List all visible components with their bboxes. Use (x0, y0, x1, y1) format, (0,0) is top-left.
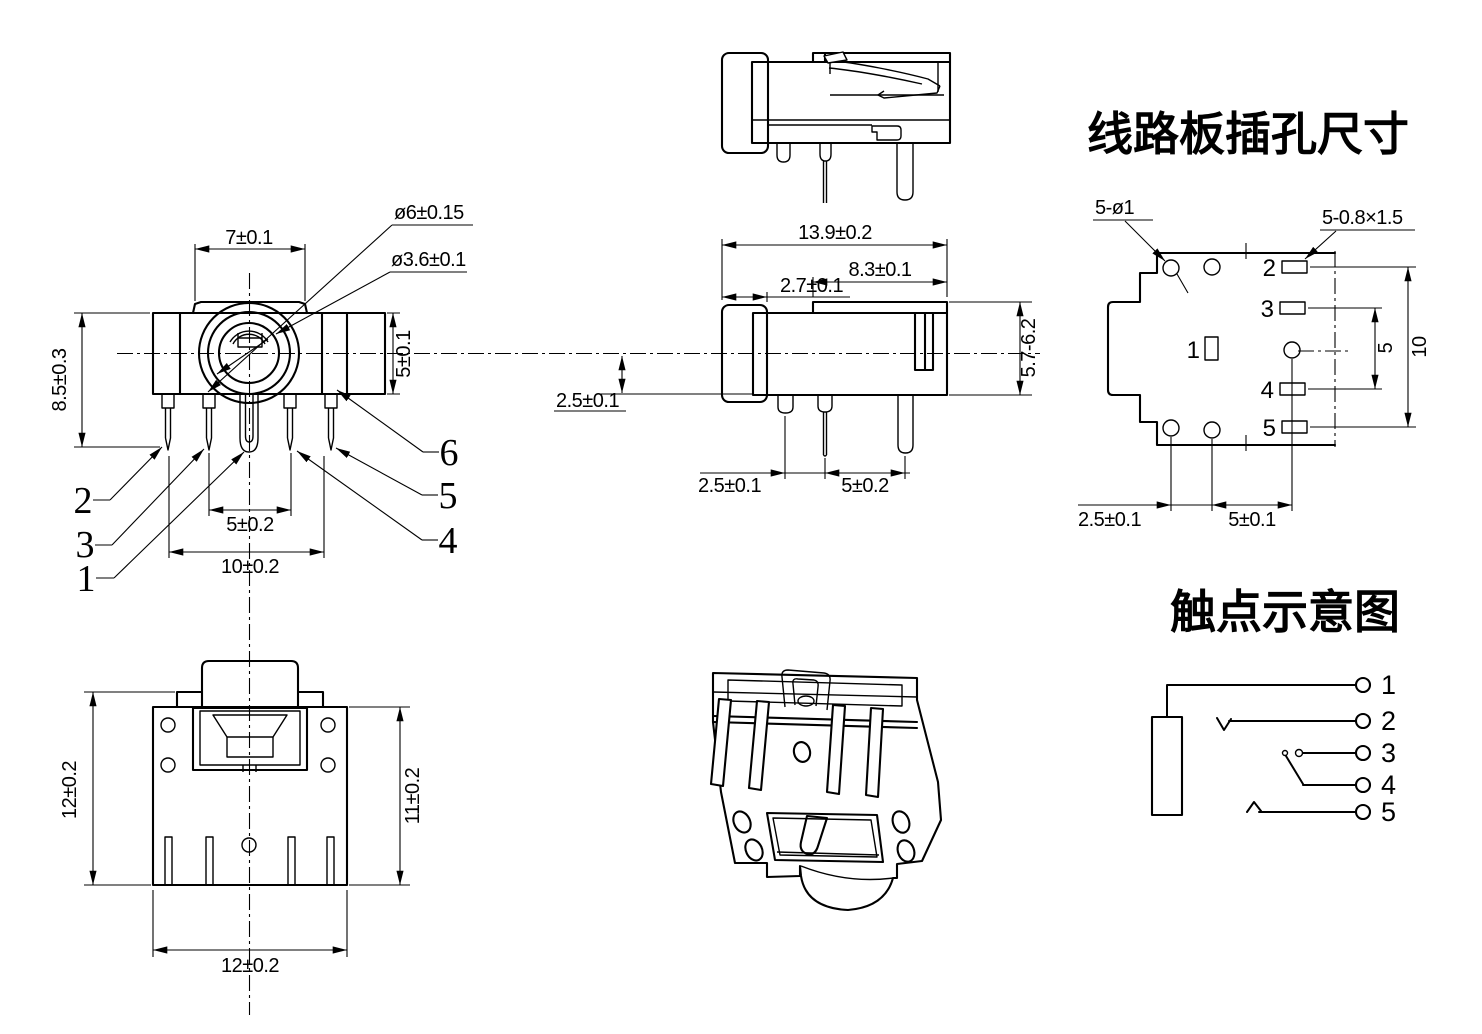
pcb-pad-4-label: 4 (1261, 377, 1274, 404)
side-view: 13.9±0.2 8.3±0.1 2.7±0.1 2.5±0.1 5.7-6.2 (554, 222, 1040, 497)
front-view: 7±0.1 ø6±0.15 ø3.6±0.1 8.5±0.3 5±0.1 (49, 202, 473, 600)
dim-bottom-width-label: 12±0.2 (221, 955, 279, 977)
front-pins (161, 394, 338, 453)
pcb-pad-3-label: 3 (1261, 296, 1274, 323)
callout-2: 2 (74, 480, 93, 522)
pcb-note-holes-label: 5-ø1 (1095, 197, 1135, 219)
pcb-pad-2-label: 2 (1263, 255, 1276, 282)
dim-side-cap-length: 2.7±0.1 (722, 275, 850, 302)
front-body (151, 300, 387, 396)
callout-4: 4 (439, 520, 458, 562)
pcb-holes (1162, 258, 1301, 439)
dim-side-pin-pitch-label: 5±0.2 (841, 475, 889, 497)
dim-side-height-range: 5.7-6.2 (949, 301, 1040, 396)
bottom-holes (160, 717, 336, 853)
dim-front-overall-height: 8.5±0.3 (49, 312, 160, 448)
pcb-view: 线路板插孔尺寸 1 2 3 4 5 5-ø1 (1078, 108, 1431, 531)
isometric-view (709, 669, 943, 912)
dim-bottom-overall-height-label: 12±0.2 (59, 761, 81, 819)
dim-front-inner-dia-label: ø3.6±0.1 (391, 249, 466, 271)
dim-front-outer-dia-label: ø6±0.15 (394, 202, 464, 224)
dim-bottom-overall-height: 12±0.2 (59, 691, 175, 886)
dim-front-inner-dia: ø3.6±0.1 (216, 249, 467, 375)
dim-front-body-height-label: 5±0.1 (393, 330, 415, 378)
bottom-view: 12±0.2 11±0.2 12±0.2 (59, 659, 424, 977)
dim-pcb-hole-offset-label: 2.5±0.1 (1078, 509, 1141, 531)
dim-bottom-body-height-label: 11±0.2 (402, 767, 424, 824)
callout-3: 3 (76, 524, 95, 566)
dim-bottom-width: 12±0.2 (152, 890, 348, 977)
isometric-top-pins (709, 697, 885, 799)
dim-pcb-pad-pitch-label: 5 (1375, 342, 1397, 353)
top-view (720, 51, 952, 203)
contact-pin-3-label: 3 (1381, 738, 1396, 768)
dim-front-body-height: 5±0.1 (387, 312, 415, 395)
contact-terminals: 1 2 3 4 5 (1354, 670, 1396, 827)
dim-side-height-range-label: 5.7-6.2 (1018, 318, 1040, 377)
dim-side-cap-length-label: 2.7±0.1 (780, 275, 843, 297)
centerlines (117, 273, 1040, 1015)
pcb-pad-1-label: 1 (1187, 337, 1200, 364)
front-callouts: 2 3 1 6 5 4 (74, 389, 459, 600)
pcb-pad-5-label: 5 (1263, 415, 1276, 442)
dim-front-pin-pitch: 5±0.2 (208, 453, 292, 536)
isometric-window (765, 811, 885, 864)
pcb-pads: 1 2 3 4 5 (1187, 255, 1308, 442)
dim-pcb-pad-span: 10 (1310, 266, 1431, 428)
dim-pcb-pad-span-label: 10 (1409, 336, 1431, 358)
isometric-side-holes (732, 810, 916, 863)
dim-front-overall-height-label: 8.5±0.3 (49, 348, 71, 411)
contact-plug-body (1150, 715, 1184, 817)
dim-side-total-length-label: 13.9±0.2 (798, 222, 872, 244)
callout-6: 6 (440, 432, 459, 474)
side-view-pins (777, 395, 914, 457)
dim-side-pin-offset: 2.5±0.1 5±0.2 (698, 416, 910, 497)
dim-side-center-offset-label: 2.5±0.1 (556, 390, 619, 412)
pcb-outline (1106, 251, 1337, 447)
dim-front-pin-pitch-label: 5±0.2 (226, 514, 274, 536)
contact-pin-2-label: 2 (1381, 706, 1396, 736)
dim-side-pin-offset-label: 2.5±0.1 (698, 475, 761, 497)
isometric-center-post (781, 669, 831, 711)
contact-pin-5-label: 5 (1381, 797, 1396, 827)
contact-view: 触点示意图 1 2 3 4 5 (1150, 586, 1400, 827)
dim-pcb-bottom: 2.5±0.1 5±0.1 (1078, 359, 1293, 531)
pcb-note-holes: 5-ø1 (1093, 197, 1189, 294)
dim-pcb-hole-pitch-label: 5±0.1 (1228, 509, 1276, 531)
contact-pin-4-label: 4 (1381, 770, 1396, 800)
dim-side-body-length: 8.3±0.1 (812, 259, 947, 297)
callout-1: 1 (77, 558, 96, 600)
dim-front-top-width: 7±0.1 (194, 227, 306, 301)
dim-pcb-pad-pitch: 5 (1308, 307, 1397, 390)
pcb-note-slots: 5-0.8×1.5 (1304, 207, 1415, 260)
pcb-title: 线路板插孔尺寸 (1087, 108, 1409, 160)
dim-bottom-body-height: 11±0.2 (349, 706, 424, 886)
contact-lines (1166, 684, 1357, 813)
dim-front-pin-span: 10±0.2 (168, 456, 325, 578)
bottom-pins (164, 836, 335, 886)
contact-title: 触点示意图 (1170, 586, 1400, 638)
top-view-pins (776, 143, 914, 203)
dim-side-body-length-label: 8.3±0.1 (848, 259, 911, 281)
dim-side-center-offset: 2.5±0.1 (554, 356, 752, 412)
contact-pin-1-label: 1 (1381, 670, 1396, 700)
dim-front-outer-dia: ø6±0.15 (207, 202, 473, 393)
dim-side-total-length: 13.9±0.2 (721, 222, 948, 300)
pcb-note-slots-label: 5-0.8×1.5 (1322, 207, 1403, 229)
top-view-spring-contact (823, 51, 941, 99)
front-barrel (197, 301, 301, 405)
dim-front-pin-span-label: 10±0.2 (221, 556, 279, 578)
dim-front-top-width-label: 7±0.1 (225, 227, 273, 249)
callout-5: 5 (439, 475, 458, 517)
bottom-window (191, 706, 309, 772)
